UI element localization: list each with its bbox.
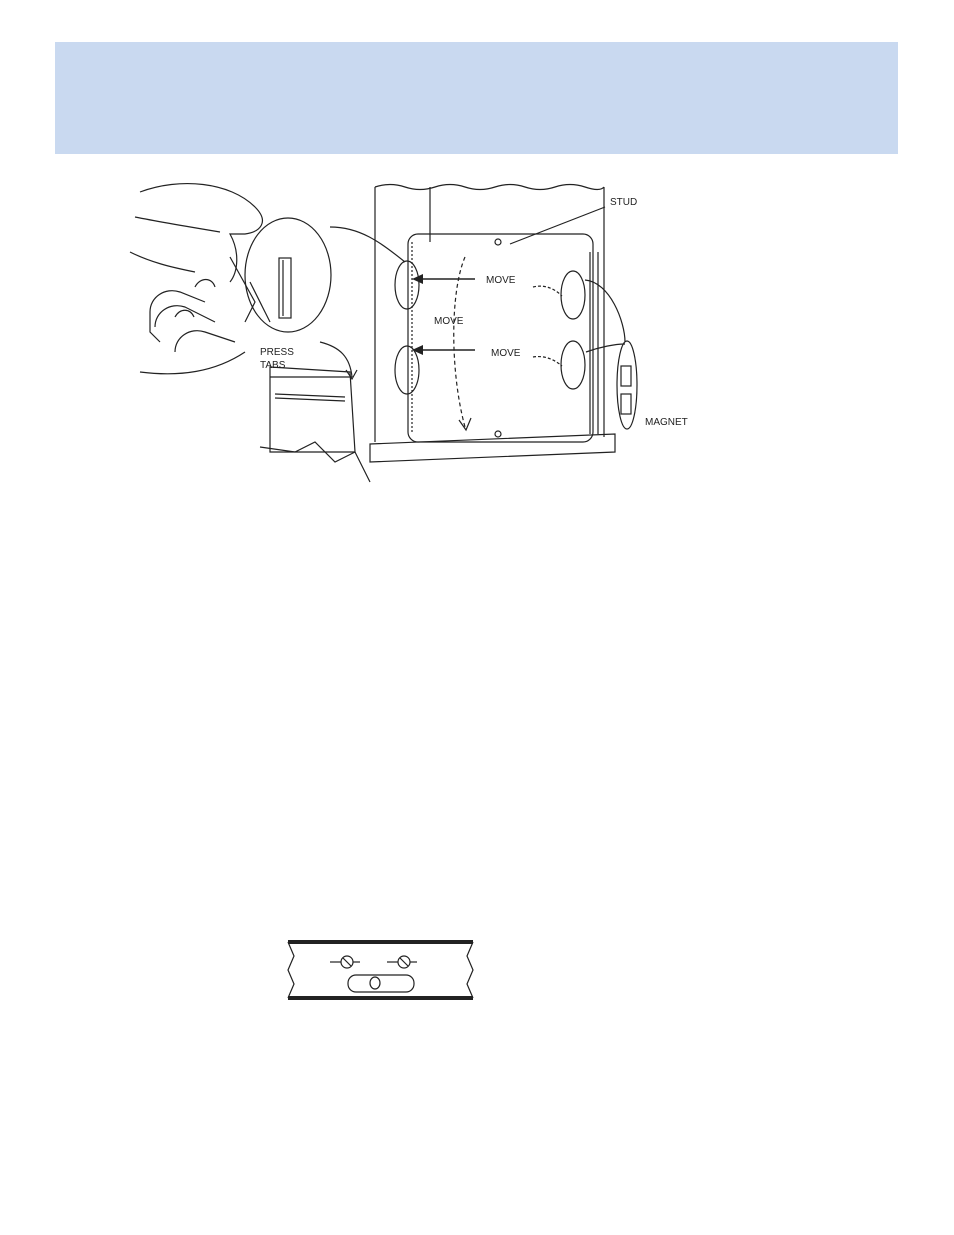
- slot: [348, 975, 414, 992]
- left-lower-clip: [395, 346, 419, 394]
- move-upper-label: MOVE: [486, 275, 516, 286]
- move-left-label: MOVE: [434, 316, 464, 327]
- magnet-label: MAGNET: [645, 417, 688, 428]
- move-lower-label: MOVE: [491, 348, 521, 359]
- hand-illustration: [130, 184, 262, 374]
- left-upper-clip: [395, 261, 419, 309]
- folded-panel: [270, 367, 355, 452]
- door-panel-illustration: STUD MOVE MOVE MOVE PRESS TABS MAGNET: [120, 172, 720, 492]
- right-lower-clip: [561, 341, 585, 389]
- right-upper-clip: [561, 271, 585, 319]
- door-panel: [408, 234, 593, 442]
- tabs-label: TABS: [260, 360, 286, 371]
- stud-label: STUD: [610, 197, 637, 208]
- fastener-strip-illustration: [280, 938, 480, 1008]
- header-band: [55, 42, 898, 154]
- magnet-callout: [617, 341, 637, 429]
- press-label: PRESS: [260, 347, 294, 358]
